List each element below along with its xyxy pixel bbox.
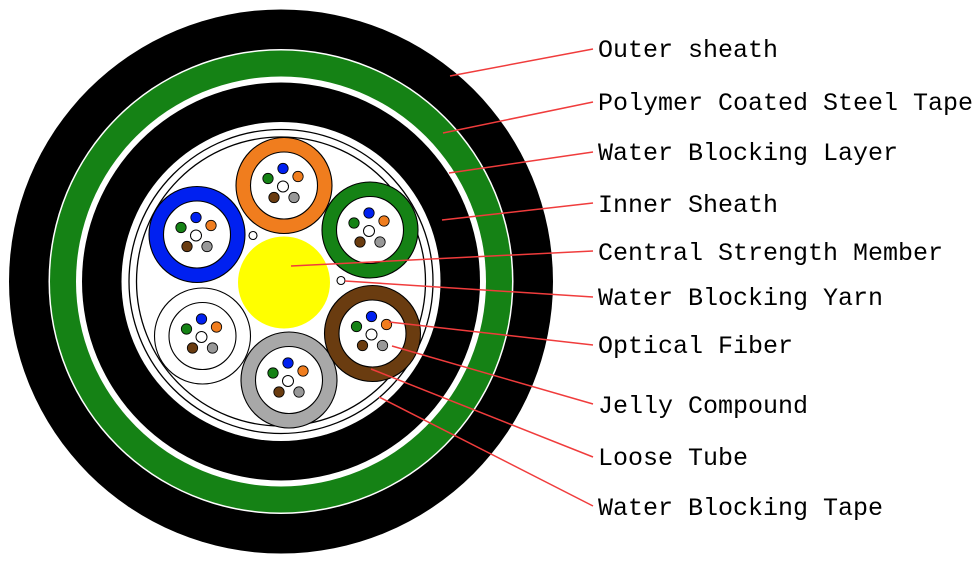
label-outer-sheath: Outer sheath bbox=[598, 36, 778, 65]
label-central-strength-member: Central Strength Member bbox=[598, 239, 943, 268]
loose-tube-orange bbox=[235, 136, 333, 235]
leader-water-blocking-layer bbox=[448, 151, 594, 174]
leader-inner-sheath bbox=[441, 202, 594, 221]
leader-central-strength-member bbox=[290, 250, 594, 267]
water-blocking-tape-outer-circle bbox=[128, 128, 434, 435]
label-water-blocking-yarn: Water Blocking Yarn bbox=[598, 284, 883, 313]
label-water-blocking-layer: Water Blocking Layer bbox=[598, 139, 898, 168]
loose-tube-gray bbox=[240, 331, 338, 429]
label-inner-sheath: Inner Sheath bbox=[598, 191, 778, 220]
loose-tube-green bbox=[321, 181, 419, 279]
leader-jelly-compound bbox=[391, 345, 594, 405]
label-optical-fiber: Optical Fiber bbox=[598, 332, 793, 361]
leader-polymer-coated-steel-tape bbox=[442, 101, 594, 134]
leader-water-blocking-tape bbox=[378, 396, 594, 507]
labels: Outer sheath Polymer Coated Steel Tape W… bbox=[598, 36, 973, 523]
water-blocking-yarn-right bbox=[336, 275, 346, 286]
leader-lines bbox=[290, 48, 594, 507]
label-jelly-compound: Jelly Compound bbox=[598, 392, 808, 421]
water-blocking-yarn-left bbox=[248, 230, 258, 241]
central-strength-member bbox=[238, 236, 330, 329]
loose-tube-blue bbox=[148, 185, 246, 284]
label-polymer-coated-steel-tape: Polymer Coated Steel Tape bbox=[598, 89, 973, 118]
label-loose-tube: Loose Tube bbox=[598, 444, 748, 473]
leader-outer-sheath bbox=[449, 48, 594, 77]
label-water-blocking-tape: Water Blocking Tape bbox=[598, 494, 883, 523]
leader-optical-fiber bbox=[388, 321, 594, 346]
leader-water-blocking-yarn bbox=[344, 280, 594, 298]
leader-loose-tube bbox=[370, 368, 594, 458]
loose-tube-white bbox=[153, 287, 252, 385]
loose-tube-brown bbox=[323, 284, 422, 383]
